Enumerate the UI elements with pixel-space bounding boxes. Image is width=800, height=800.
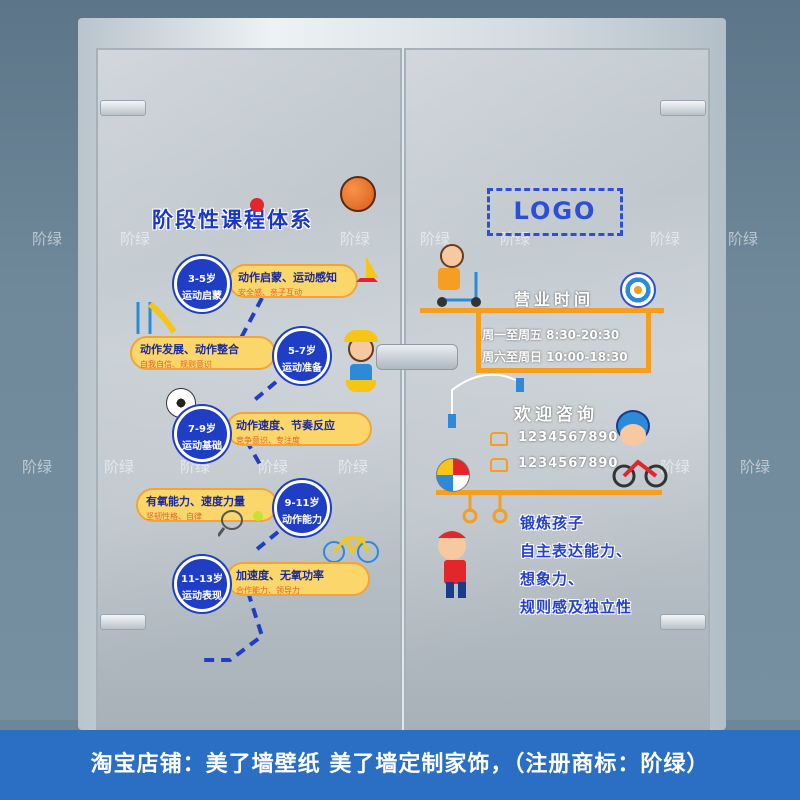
tennis-racket-icon bbox=[218, 510, 263, 537]
jump-rope-icon bbox=[448, 373, 524, 428]
watermark: 阶绿 bbox=[660, 458, 691, 476]
pingpong-icon bbox=[250, 198, 264, 212]
stage-age-circle: 5-7岁 运动准备 bbox=[274, 328, 330, 384]
watermark: 阶绿 bbox=[740, 458, 771, 476]
basketball-icon bbox=[340, 176, 376, 212]
scooter-boy-icon bbox=[440, 244, 464, 268]
stage-bar: 动作发展、动作整合 自我自信、规则意识 bbox=[130, 336, 276, 370]
orange-rule bbox=[476, 368, 651, 373]
slide-icon bbox=[136, 301, 177, 334]
watermark: 阶绿 bbox=[258, 458, 289, 476]
hours-weekend: 周六至周日 10:00-18:30 bbox=[482, 350, 628, 364]
watermark: 阶绿 bbox=[180, 458, 211, 476]
watermark: 阶绿 bbox=[338, 458, 369, 476]
target-icon bbox=[620, 272, 656, 308]
watermark: 阶绿 bbox=[340, 230, 371, 248]
soccer-ball-icon bbox=[166, 388, 196, 418]
orange-rule bbox=[476, 308, 481, 372]
bicycle-icon bbox=[323, 536, 379, 563]
welcome-title: 欢迎咨询 bbox=[514, 405, 598, 425]
footer-text: 淘宝店铺：美了墙壁纸 美了墙定制家饰，（注册商标：阶绿） bbox=[90, 752, 710, 777]
phone-icon bbox=[490, 458, 508, 472]
slogan-line: 规则感及独立性 bbox=[520, 598, 633, 616]
orange-rule bbox=[646, 308, 651, 372]
watermark: 阶绿 bbox=[104, 458, 135, 476]
stage-age-circle: 3-5岁 运动启蒙 bbox=[174, 256, 230, 312]
watermark: 阶绿 bbox=[120, 230, 151, 248]
stage-bar: 动作启蒙、运动感知 安全感、亲子互动 bbox=[228, 264, 358, 298]
stage-age-circle: 9-11岁 动作能力 bbox=[274, 480, 330, 536]
stage-bar: 动作速度、节奏反应 竞争意识、专注度 bbox=[226, 412, 372, 446]
orange-rule bbox=[436, 490, 662, 495]
watermark: 阶绿 bbox=[650, 230, 681, 248]
logo-placeholder: LOGO bbox=[487, 188, 623, 236]
hinge bbox=[100, 614, 146, 630]
footer-banner: 淘宝店铺：美了墙壁纸 美了墙定制家饰，（注册商标：阶绿） bbox=[0, 730, 800, 800]
hinge bbox=[100, 100, 146, 116]
stage-age-circle: 7-9岁 运动基础 bbox=[174, 406, 230, 462]
phone-number: 1234567890 bbox=[518, 430, 619, 445]
beach-ball-icon bbox=[436, 458, 470, 492]
watermark: 阶绿 bbox=[22, 458, 53, 476]
slogan-line: 锻炼孩子 bbox=[520, 514, 585, 532]
hinge bbox=[660, 614, 706, 630]
door-handle bbox=[376, 344, 458, 370]
watermark: 阶绿 bbox=[728, 230, 759, 248]
hours-weekday: 周一至周五 8:30-20:30 bbox=[482, 328, 620, 342]
hours-title: 营业时间 bbox=[514, 290, 595, 309]
stage-age-circle: 11-13岁 运动表现 bbox=[174, 556, 230, 612]
slogan-line: 自主表达能力、 bbox=[520, 542, 633, 560]
slogan-line: 想象力、 bbox=[520, 570, 585, 588]
watermark: 阶绿 bbox=[32, 230, 63, 248]
phone-number: 1234567890 bbox=[518, 456, 619, 471]
orange-rule bbox=[420, 308, 664, 313]
sailboat-icon bbox=[356, 256, 378, 282]
stage-bar: 加速度、无氧功率 合作能力、领导力 bbox=[226, 562, 370, 596]
hinge bbox=[660, 100, 706, 116]
rings-kid-icon bbox=[438, 494, 508, 598]
phone-icon bbox=[490, 432, 508, 446]
watermark: 阶绿 bbox=[420, 230, 451, 248]
course-title: 阶段性课程体系 bbox=[152, 208, 313, 232]
